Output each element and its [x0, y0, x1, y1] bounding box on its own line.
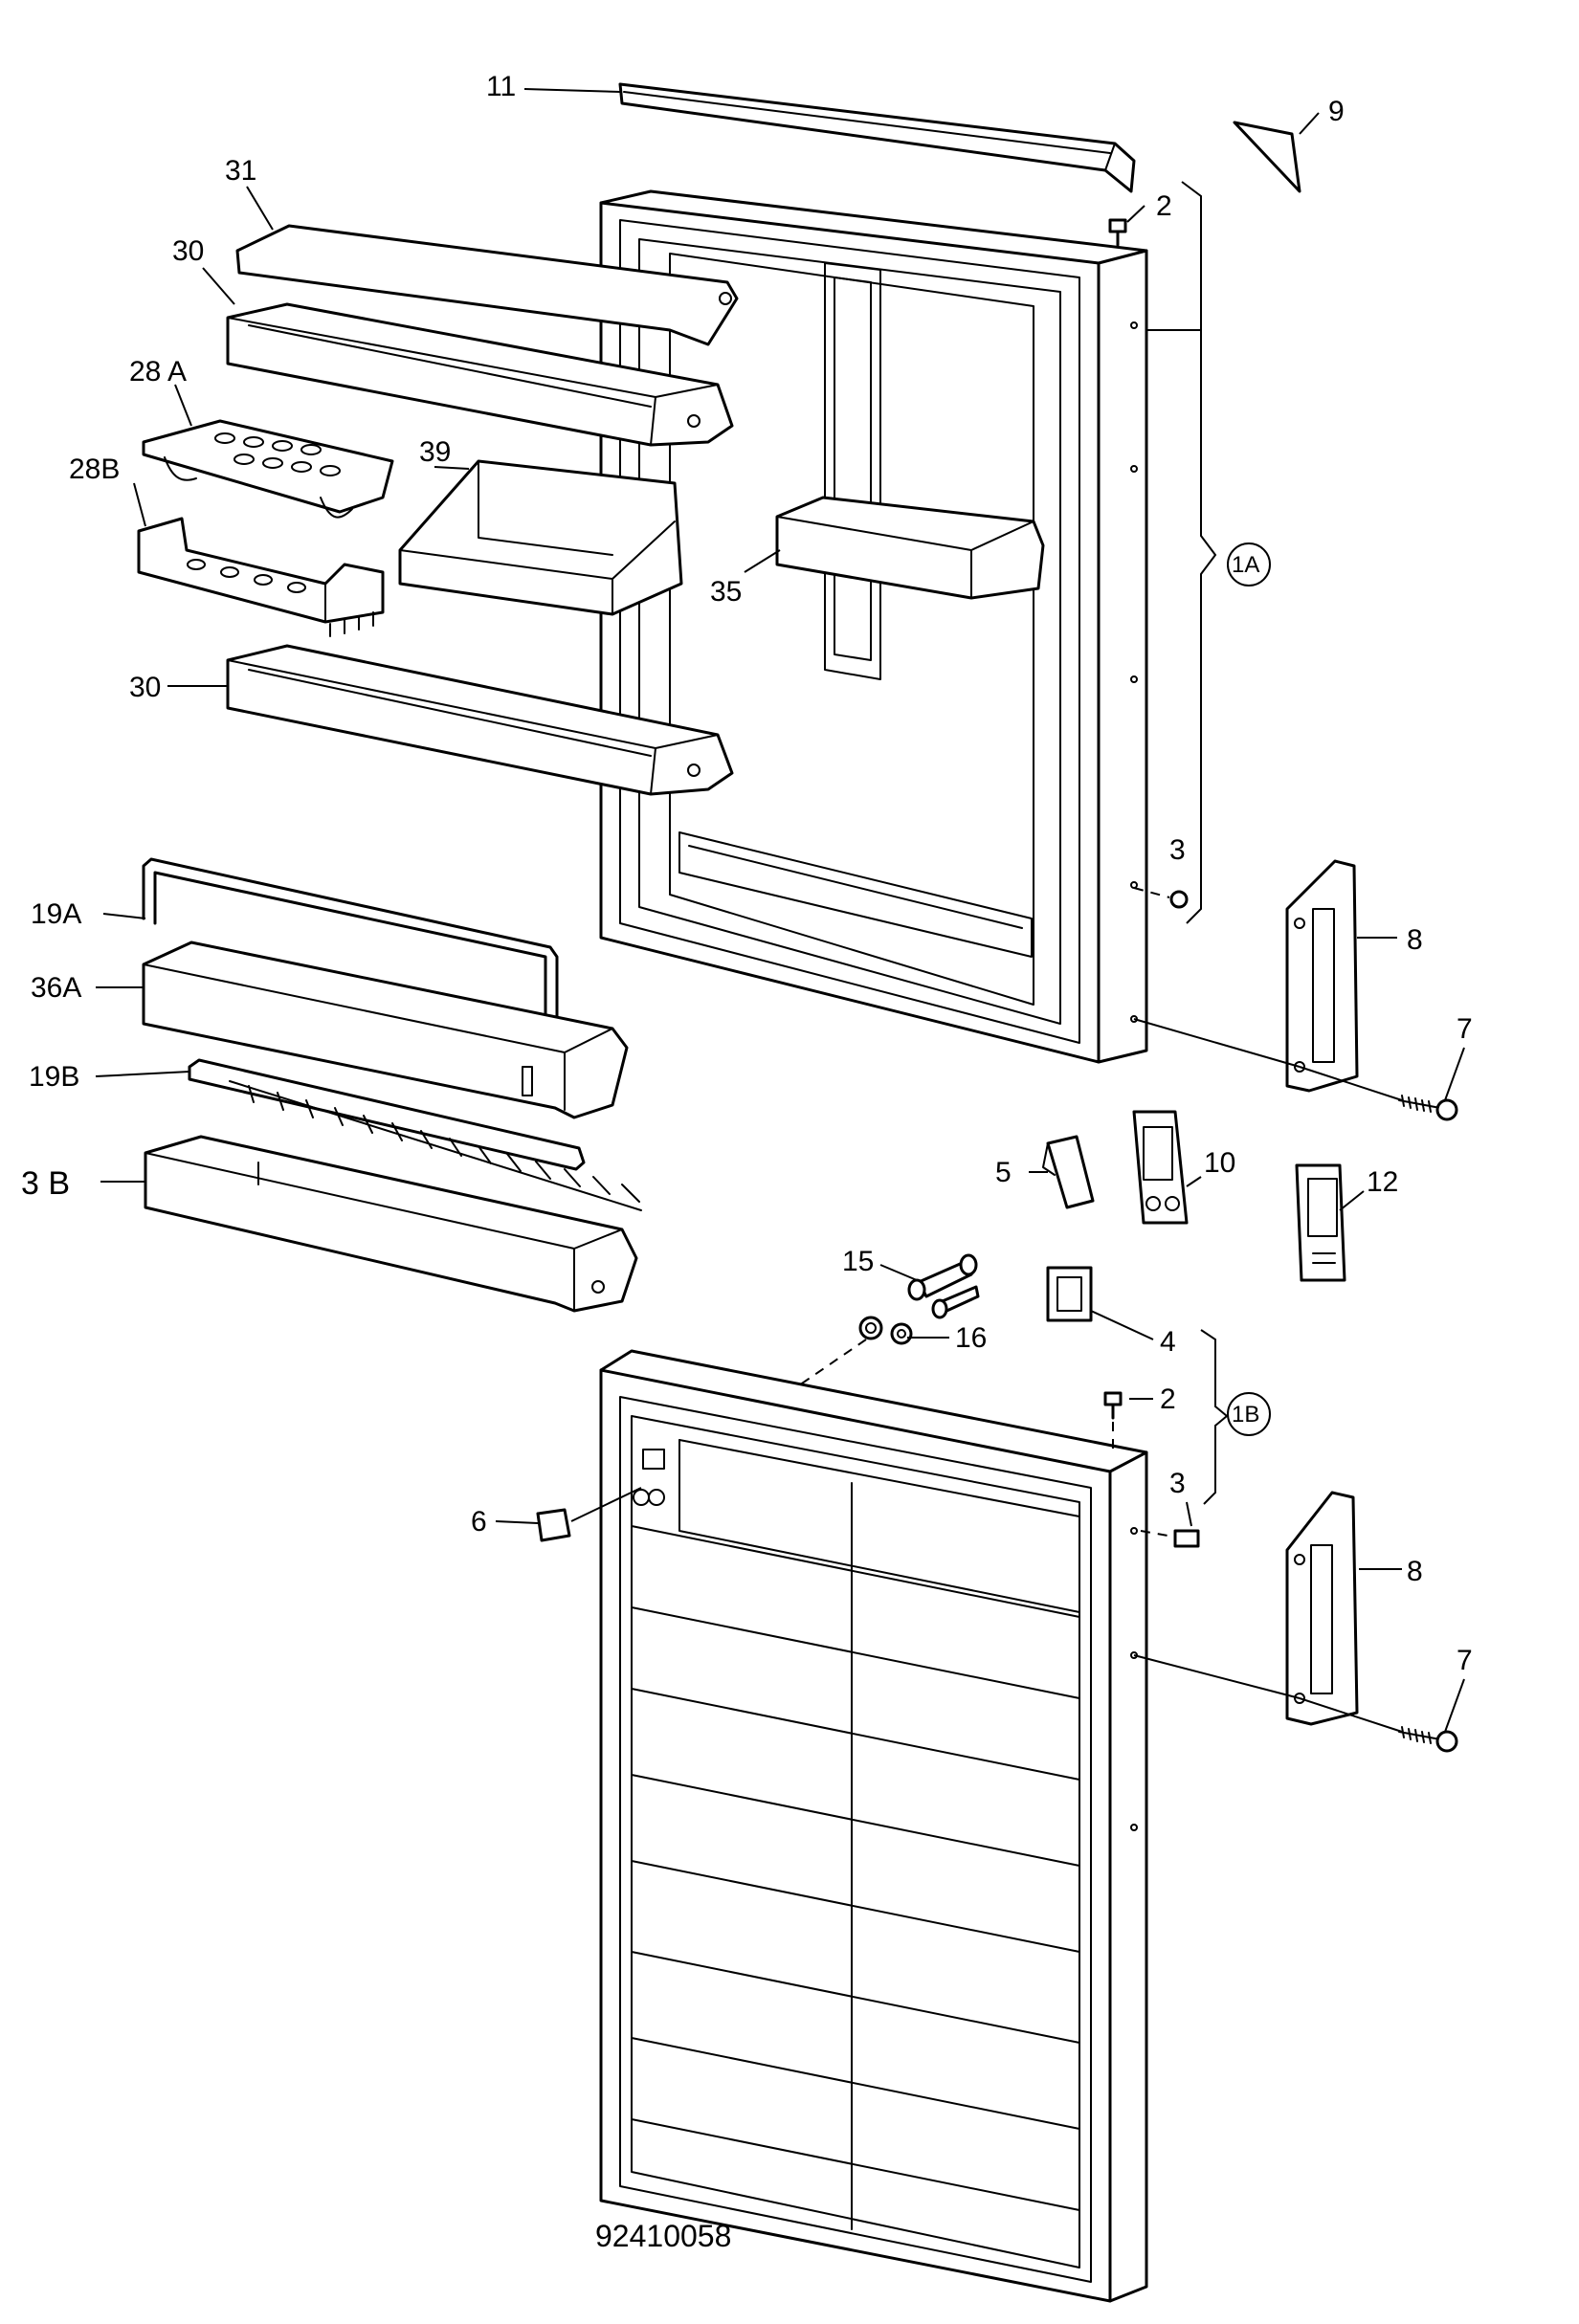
label-part-36a: 36A [31, 972, 81, 1004]
label-part-3-upper: 3 [1169, 834, 1186, 866]
label-part-9: 9 [1328, 96, 1345, 127]
part-39-dairy-box [398, 459, 683, 616]
label-part-35: 35 [710, 576, 742, 608]
label-part-6: 6 [471, 1506, 487, 1538]
label-part-30-lower: 30 [129, 672, 161, 703]
label-part-7-upper: 7 [1457, 1013, 1473, 1045]
part-19b-rod [188, 1058, 642, 1211]
label-part-19b: 19B [29, 1061, 79, 1093]
upper-door-frame [599, 189, 1148, 1064]
part-30-upper-shelf [226, 302, 734, 447]
label-part-15: 15 [842, 1246, 874, 1277]
part-36a-bottle-bin [142, 941, 629, 1119]
group-circle-1a [1227, 542, 1271, 587]
part-3b-bottom-bin [144, 1135, 638, 1313]
part-3-pin-upper [1133, 887, 1189, 909]
part-28a-egg-tray [142, 419, 394, 519]
label-part-19a: 19A [31, 898, 81, 930]
group-circle-1b [1227, 1392, 1271, 1436]
label-part-3-lower: 3 [1169, 1468, 1186, 1499]
label-part-5: 5 [995, 1157, 1012, 1188]
part-2-screw-upper [1108, 218, 1127, 247]
label-part-16: 16 [955, 1322, 987, 1354]
part-35-door-shelf [775, 496, 1045, 600]
part-28b-egg-rack [137, 517, 385, 637]
part-16-knobs [798, 1316, 913, 1386]
drawing-number: 92410058 [595, 2219, 731, 2253]
part-5-bracket [1042, 1135, 1095, 1209]
leader-lines [95, 88, 1465, 1733]
label-part-2-lower: 2 [1160, 1383, 1176, 1415]
part-8-hinge-upper [1133, 859, 1403, 1101]
part-10-panel [1132, 1110, 1189, 1225]
label-part-3b: 3 B [21, 1165, 70, 1202]
part-31-shelf-lid [235, 224, 739, 346]
label-part-39: 39 [419, 436, 451, 468]
group-bracket-1a [1181, 181, 1217, 924]
label-part-4: 4 [1160, 1326, 1176, 1358]
part-3-pin-lower [1140, 1529, 1200, 1548]
part-2-screw-lower [1103, 1391, 1123, 1456]
part-6-clip [536, 1487, 642, 1542]
label-part-8-upper: 8 [1407, 924, 1423, 956]
label-part-8-lower: 8 [1407, 1556, 1423, 1587]
label-part-30-upper: 30 [172, 235, 204, 267]
part-11-top-trim [618, 82, 1136, 193]
part-4-gasket [1046, 1266, 1093, 1322]
label-part-2-upper: 2 [1156, 190, 1172, 222]
label-part-28a: 28 A [129, 356, 187, 387]
part-7-screw-lower [1398, 1726, 1458, 1753]
label-group-1b: 1B [1232, 1402, 1259, 1428]
part-9-wedge [1233, 121, 1301, 193]
label-group-1a: 1A [1232, 552, 1259, 578]
part-30-lower-shelf [226, 644, 734, 796]
part-8-hinge-lower [1133, 1491, 1403, 1733]
part-12-panel [1295, 1163, 1346, 1282]
label-part-11: 11 [486, 71, 516, 102]
label-part-28b: 28B [69, 454, 120, 485]
lower-door-frame [599, 1349, 1148, 2303]
part-19a-wire-rail [142, 857, 559, 1045]
label-part-12: 12 [1367, 1166, 1398, 1198]
label-part-31: 31 [225, 155, 256, 187]
part-15-fuse [907, 1253, 980, 1319]
group-bracket-1b [1200, 1329, 1229, 1505]
part-7-screw-upper [1398, 1095, 1458, 1121]
label-part-10: 10 [1204, 1147, 1235, 1179]
label-part-7-lower: 7 [1457, 1645, 1473, 1676]
